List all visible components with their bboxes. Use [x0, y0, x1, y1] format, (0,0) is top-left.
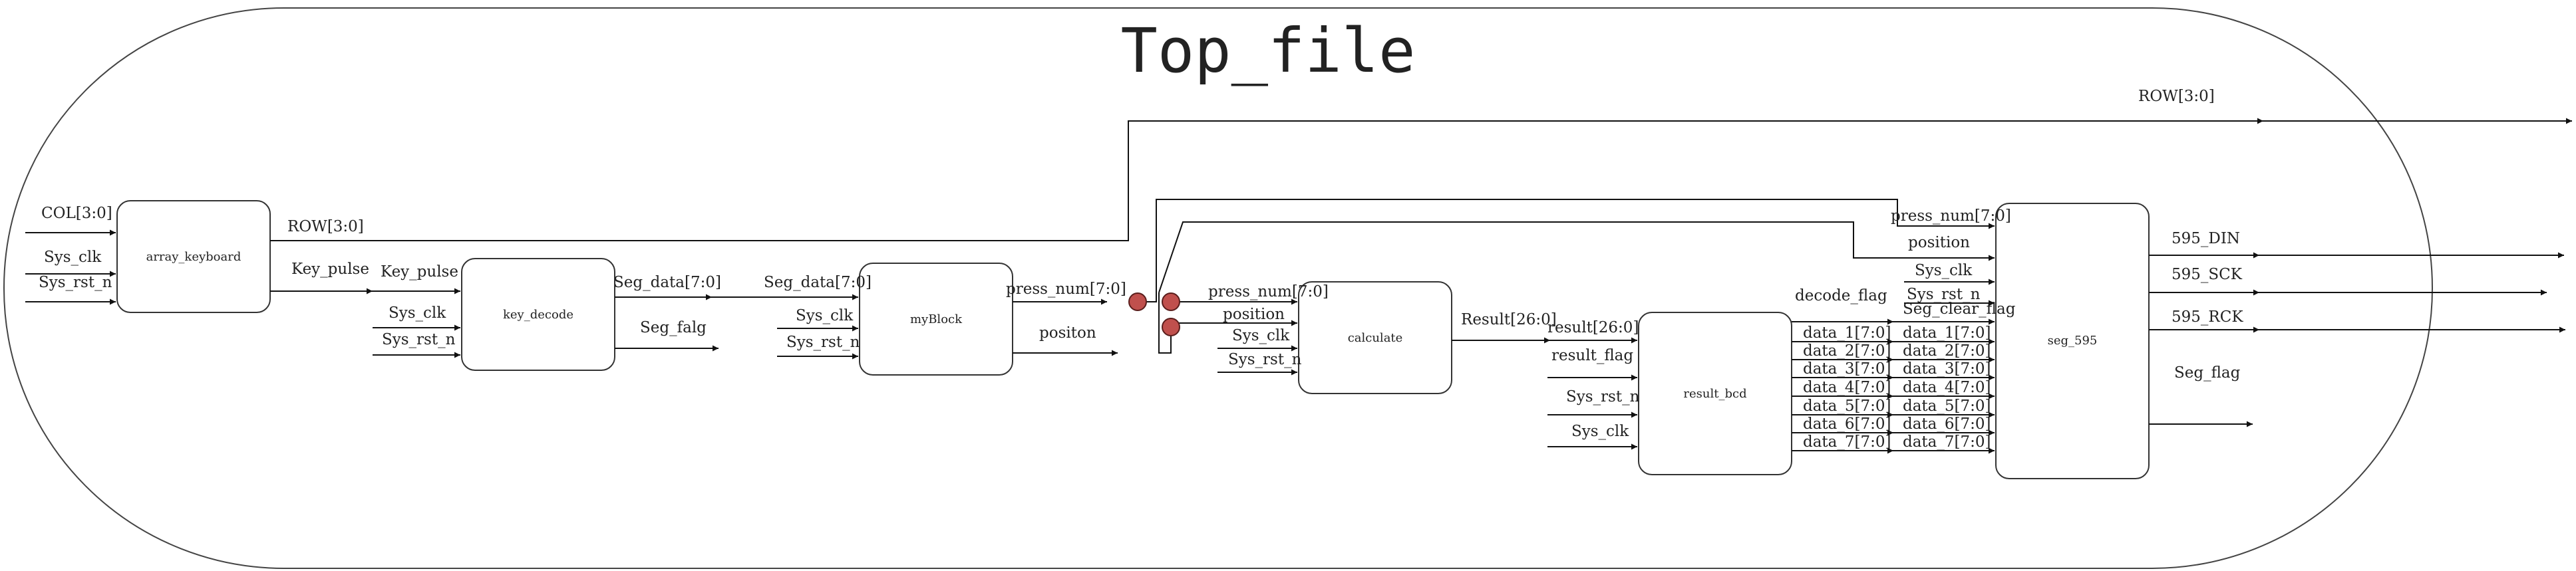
svg-text:result_bcd: result_bcd — [1683, 387, 1746, 401]
block-myblock: myBlock — [859, 263, 1013, 376]
svg-text:calculate: calculate — [1348, 331, 1403, 345]
label-row-out: ROW[3:0] — [287, 218, 364, 235]
svg-text:seg_595: seg_595 — [2048, 334, 2098, 348]
label-row-top: ROW[3:0] — [2138, 88, 2215, 105]
diagram-title: Top_file — [1120, 15, 1415, 86]
label-seg-position: position — [1908, 234, 1970, 251]
label-data-1-out: data_1[7:0] — [1803, 324, 1891, 342]
label-result-in: result[26:0] — [1547, 319, 1639, 336]
label-result-flag: result_flag — [1551, 347, 1633, 364]
label-data-7-in: data_7[7:0] — [1903, 433, 1991, 451]
label-key-pulse-out: Key_pulse — [291, 261, 369, 278]
block-seg-595: seg_595 — [1995, 203, 2150, 479]
label-press-num-out: press_num[7:0] — [1006, 281, 1126, 298]
label-key-pulse-in: Key_pulse — [381, 263, 458, 281]
svg-text:array_keyboard: array_keyboard — [146, 250, 242, 264]
top-file-container — [3, 7, 2433, 569]
label-calc-position: position — [1223, 306, 1285, 323]
label-kb-sys-rst-n: Sys_rst_n — [39, 274, 112, 291]
label-kb-sys-clk: Sys_clk — [44, 249, 102, 266]
label-seg-flag: Seg_flag — [2174, 364, 2241, 382]
label-result-out: Result[26:0] — [1461, 311, 1557, 328]
svg-text:myBlock: myBlock — [910, 312, 963, 326]
label-595-sck: 595_SCK — [2172, 266, 2243, 283]
label-data-7-out: data_7[7:0] — [1803, 433, 1891, 451]
label-mb-sys-rst-n: Sys_rst_n — [786, 334, 860, 351]
label-data-2-out: data_2[7:0] — [1803, 342, 1891, 360]
label-seg-falg: Seg_falg — [640, 319, 707, 336]
label-seg-press-num: press_num[7:0] — [1891, 207, 2011, 225]
label-data-4-in: data_4[7:0] — [1903, 379, 1991, 396]
block-array-keyboard: array_keyboard — [116, 200, 271, 313]
label-seg-data-in: Seg_data[7:0] — [764, 274, 872, 291]
label-calc-sys-clk: Sys_clk — [1232, 327, 1290, 344]
label-data-4-out: data_4[7:0] — [1803, 379, 1891, 396]
label-data-5-in: data_5[7:0] — [1903, 398, 1991, 415]
svg-text:key_decode: key_decode — [503, 308, 573, 322]
label-positon: positon — [1039, 324, 1096, 342]
label-data-3-out: data_3[7:0] — [1803, 360, 1891, 378]
label-kd-sys-clk: Sys_clk — [389, 304, 446, 322]
label-data-6-out: data_6[7:0] — [1803, 415, 1891, 433]
junction-dot-1 — [1128, 292, 1147, 311]
label-data-3-in: data_3[7:0] — [1903, 360, 1991, 378]
block-calculate: calculate — [1298, 281, 1452, 394]
label-bcd-sys-rst-n: Sys_rst_n — [1566, 388, 1640, 405]
label-calc-press-num: press_num[7:0] — [1208, 283, 1329, 300]
label-595-rck: 595_RCK — [2172, 308, 2243, 326]
block-key-decode: key_decode — [461, 258, 615, 371]
label-seg-sys-rst-n: Sys_rst_n — [1907, 286, 1981, 303]
label-data-2-in: data_2[7:0] — [1903, 342, 1991, 360]
junction-dot-2 — [1162, 292, 1180, 311]
label-data-5-out: data_5[7:0] — [1803, 398, 1891, 415]
label-seg-data-out: Seg_data[7:0] — [613, 274, 721, 291]
junction-dot-3 — [1162, 318, 1180, 336]
block-result-bcd: result_bcd — [1638, 312, 1792, 475]
label-data-1-in: data_1[7:0] — [1903, 324, 1991, 342]
label-col: COL[3:0] — [41, 205, 112, 222]
data-bus-group: data_1[7:0] data_1[7:0] data_2[7:0] data… — [1792, 324, 1995, 454]
label-mb-sys-clk: Sys_clk — [796, 307, 854, 324]
label-data-6-in: data_6[7:0] — [1903, 415, 1991, 433]
label-seg-sys-clk: Sys_clk — [1915, 262, 1973, 279]
label-bcd-sys-clk: Sys_clk — [1571, 423, 1629, 440]
label-decode-flag: decode_flag — [1795, 287, 1887, 304]
label-kd-sys-rst-n: Sys_rst_n — [382, 331, 456, 348]
label-calc-sys-rst-n: Sys_rst_n — [1228, 351, 1302, 368]
label-595-din: 595_DIN — [2172, 230, 2240, 247]
